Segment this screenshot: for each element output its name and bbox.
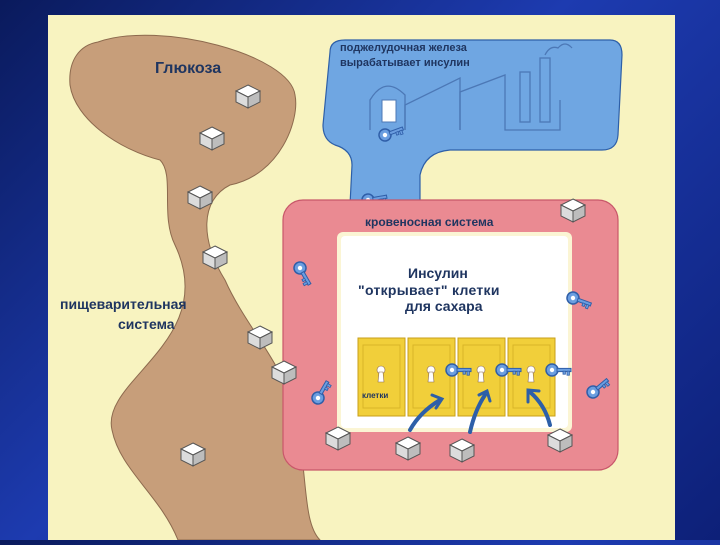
- insulin-label-line3: для сахара: [405, 298, 483, 314]
- cells-label: клетки: [362, 391, 389, 400]
- glucose-label: Глюкоза: [155, 60, 222, 77]
- digestive-tract: [69, 34, 322, 541]
- cell-doors: [357, 337, 572, 417]
- insulin-label-line1: Инсулин: [408, 265, 468, 281]
- pancreas-label-line1: поджелудочная железа: [340, 42, 467, 54]
- arrows: [408, 388, 552, 434]
- insulin-label-line2: "открывает" клетки: [358, 282, 500, 298]
- pancreas: [322, 39, 623, 208]
- blood-system-label: кровеносная система: [365, 215, 494, 229]
- pancreas-label-line2: вырабатывает инсулин: [340, 57, 470, 69]
- digestive-label-line2: система: [118, 316, 175, 332]
- digestive-label-line1: пищеварительная: [60, 296, 187, 312]
